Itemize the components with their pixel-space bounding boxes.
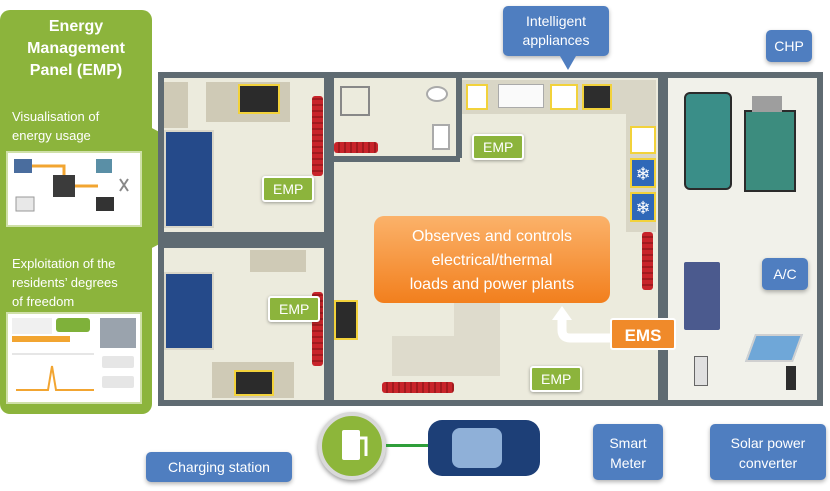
stove-icon[interactable] — [582, 84, 612, 110]
radiator-bathroom — [334, 142, 378, 153]
charging-dashboard-icon — [12, 318, 136, 391]
emp-title-line-3: Panel (EMP) — [29, 62, 123, 79]
electric-car-icon — [428, 420, 540, 476]
monitor-bottom-icon — [234, 370, 274, 396]
fridge-icon[interactable]: ❄ — [630, 192, 656, 222]
emp-tag-bedroom-bottom[interactable]: EMP — [268, 296, 321, 322]
callout-intelligent-appliances: Intelligent appliances — [503, 6, 609, 56]
ems-description-box: Observes and controls electrical/thermal… — [374, 216, 610, 303]
wall-bathroom — [456, 72, 462, 158]
emp-section1-line-1: Visualisation of — [12, 109, 100, 124]
callout-smart-meter-line-1: Smart — [609, 435, 647, 451]
bed-top — [164, 130, 214, 228]
car-windshield — [452, 428, 502, 468]
freezer-icon[interactable]: ❄ — [630, 158, 656, 188]
sink-icon — [432, 124, 450, 150]
smart-meter-icon — [694, 356, 708, 386]
washing-machine-icon[interactable] — [466, 84, 488, 110]
emp-section2-line-2: residents’ degrees — [12, 275, 118, 290]
radiator-bedroom-bottom — [312, 292, 323, 366]
ems-label[interactable]: EMS — [610, 318, 676, 350]
solar-panel-icon — [744, 334, 804, 362]
charging-control-thumbnail — [6, 312, 142, 404]
radiator-living — [382, 382, 454, 393]
ev-charger-icon — [342, 430, 368, 460]
ems-description-line-3: loads and power plants — [409, 276, 575, 293]
monitor-top-icon — [238, 84, 280, 114]
shelf-top — [164, 82, 188, 128]
wall-bedroom-divider — [158, 232, 330, 248]
hallway-panel-icon — [334, 300, 358, 340]
solar-converter-icon — [786, 366, 796, 390]
emp-section-freedom: Exploitation of the residents’ degrees o… — [12, 254, 118, 311]
radiator-kitchen — [642, 232, 653, 290]
emp-section2-line-3: of freedom — [12, 294, 75, 309]
ems-description-line-1: Observes and controls — [411, 228, 573, 245]
bed-bottom — [164, 272, 214, 350]
ems-feedback-arrow-icon — [552, 306, 610, 343]
oven-icon[interactable] — [630, 126, 656, 154]
charging-cable — [386, 444, 432, 447]
emp-tag-bedroom-top[interactable]: EMP — [262, 176, 315, 202]
chp-pipes — [752, 96, 782, 112]
emp-section1-line-2: energy usage — [12, 128, 91, 143]
radiator-bedroom-top — [312, 96, 323, 176]
wall-bedrooms-living — [324, 72, 334, 406]
emp-tag-living[interactable]: EMP — [530, 366, 583, 392]
callout-smart-meter: Smart Meter — [593, 424, 663, 480]
callout-charging-station: Charging station — [146, 452, 292, 482]
dishwasher-icon[interactable] — [550, 84, 578, 110]
ems-description-line-2: electrical/thermal — [431, 252, 553, 269]
callout-appliances-line-2: appliances — [522, 32, 590, 48]
emp-section-visualisation: Visualisation of energy usage — [12, 107, 99, 145]
emp-title-line-1: Energy — [48, 18, 104, 35]
callout-chp: CHP — [766, 30, 812, 62]
callout-appliances-pointer — [560, 56, 576, 70]
energy-usage-thumbnail — [6, 151, 142, 227]
ac-unit-icon — [684, 262, 720, 330]
emp-panel-title: Energy Management Panel (EMP) — [0, 16, 152, 82]
emp-title-line-2: Management — [27, 40, 125, 57]
energy-flow-icon — [14, 159, 129, 212]
callout-solar-converter: Solar power converter — [710, 424, 826, 480]
toilet-icon — [426, 86, 448, 102]
chp-storage-tank — [684, 92, 732, 190]
callout-appliances-line-1: Intelligent — [526, 13, 586, 29]
wall-bathroom-bottom — [332, 156, 460, 162]
callout-solar-line-1: Solar power — [730, 435, 806, 451]
kitchen-sink-icon — [498, 84, 544, 108]
shelf-bottom — [250, 250, 306, 272]
wall-technical-room — [658, 72, 668, 406]
callout-smart-meter-line-2: Meter — [610, 455, 646, 471]
emp-section2-line-1: Exploitation of the — [12, 256, 116, 271]
callout-solar-line-2: converter — [738, 455, 798, 471]
chp-boiler — [744, 110, 796, 192]
shower-icon — [340, 86, 370, 116]
emp-tag-kitchen[interactable]: EMP — [472, 134, 525, 160]
sofa-side — [454, 300, 500, 376]
callout-ac: A/C — [762, 258, 808, 290]
charging-station-icon[interactable] — [318, 412, 386, 480]
